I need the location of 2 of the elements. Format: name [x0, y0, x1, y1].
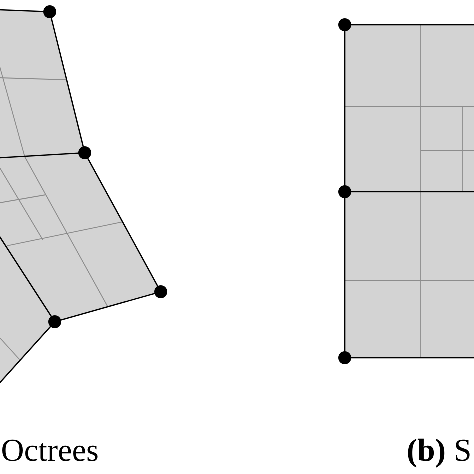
subfigure-caption: (b) S	[408, 438, 470, 468]
subfigure-caption: Octrees	[2, 440, 98, 462]
